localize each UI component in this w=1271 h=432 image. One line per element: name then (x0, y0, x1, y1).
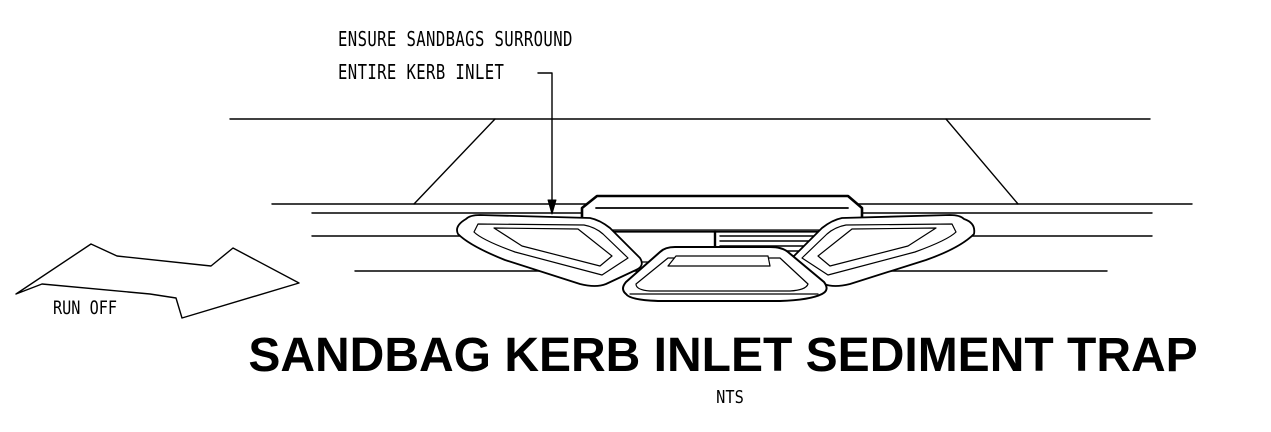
sandbag-centre (623, 247, 827, 301)
sandbag-right (790, 215, 975, 286)
sandbag-left (457, 215, 642, 286)
callout-leader (538, 73, 556, 214)
splay-line-left (414, 119, 495, 204)
inlet-lintel (582, 196, 862, 232)
scale-note: NTS (716, 387, 744, 408)
runoff-arrow (16, 244, 299, 318)
drawing-title: SANDBAG KERB INLET SEDIMENT TRAP (248, 329, 1198, 382)
splay-line-right (946, 119, 1018, 204)
callout-text-line-2: ENTIRE KERB INLET (338, 60, 505, 84)
leader-arrowhead (548, 200, 556, 214)
callout-text-line-1: ENSURE SANDBAGS SURROUND (338, 27, 573, 51)
runoff-label: RUN OFF (53, 297, 118, 319)
